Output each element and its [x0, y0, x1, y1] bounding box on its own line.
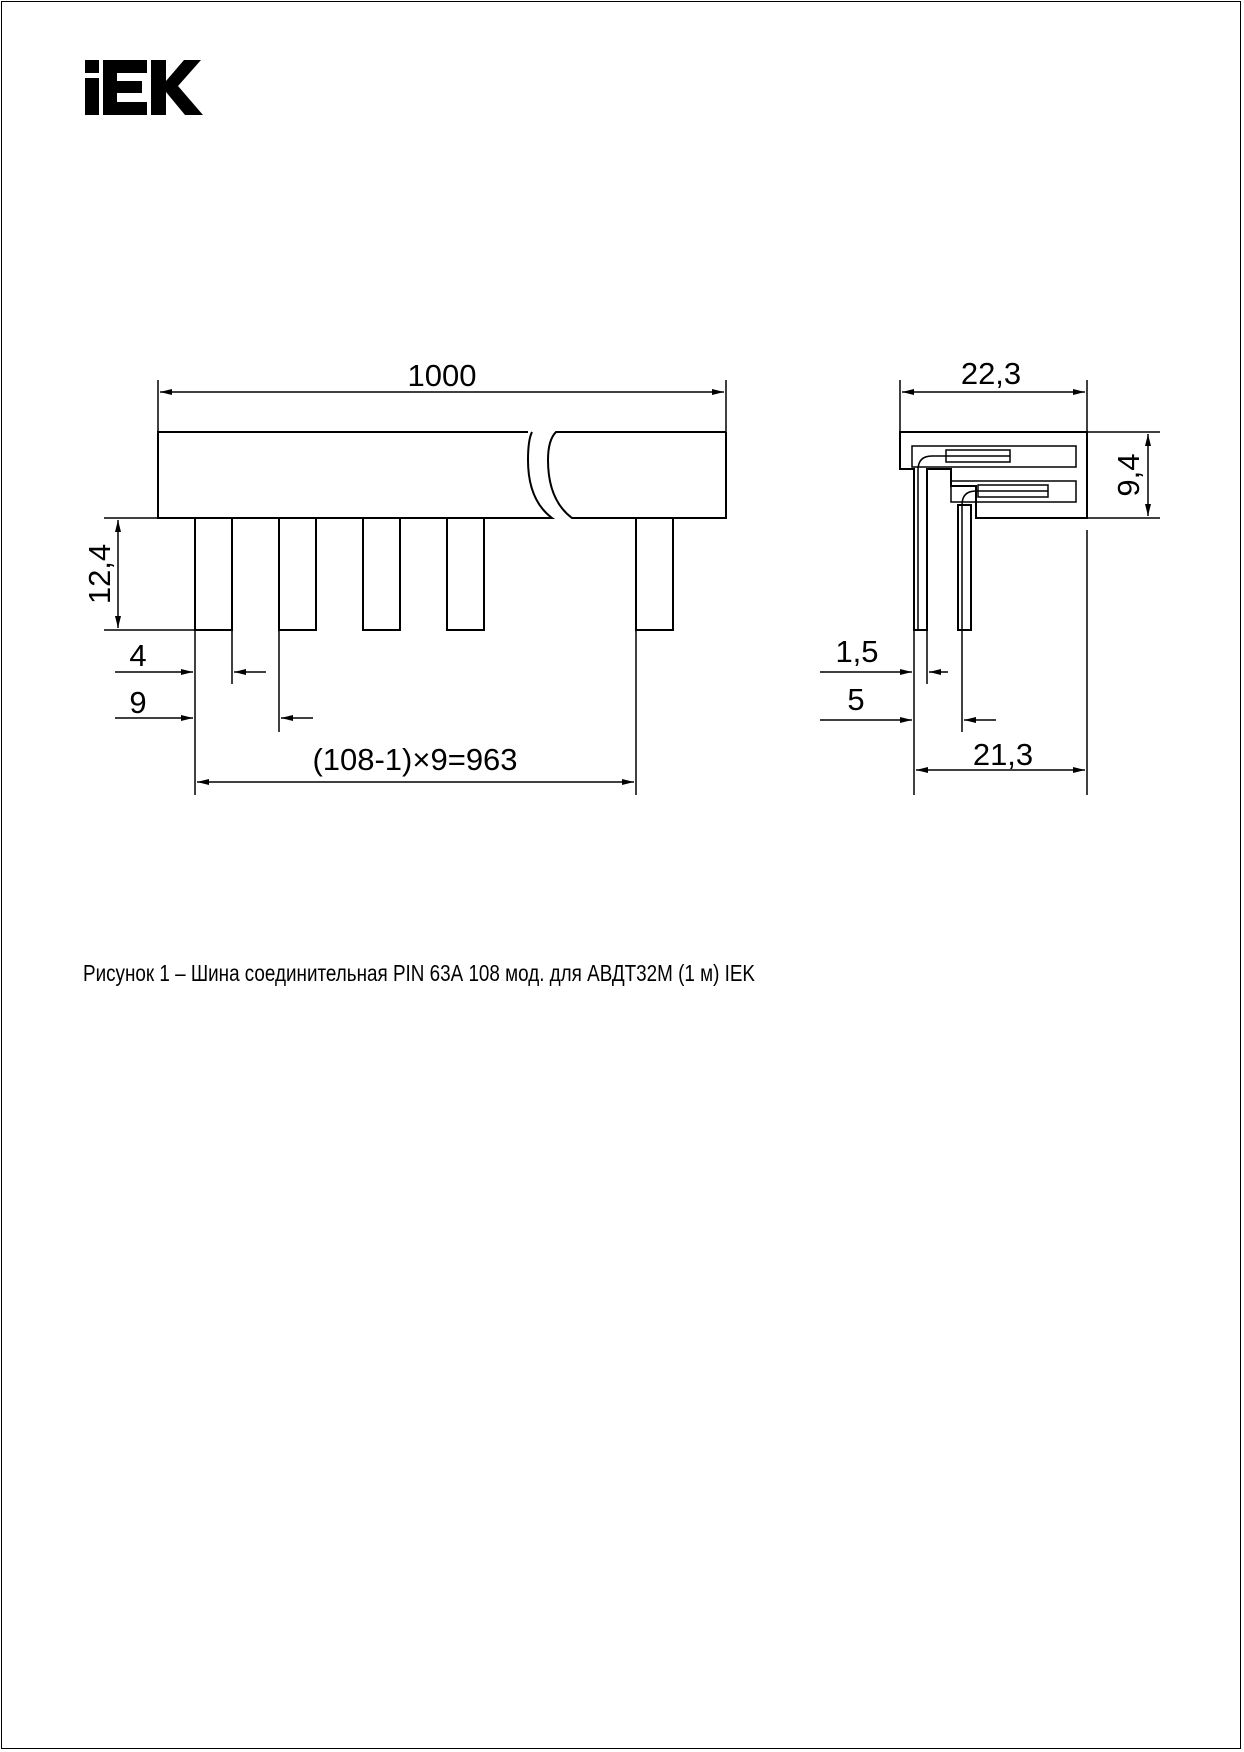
- front-view: [104, 380, 727, 795]
- busbar-body: [546, 431, 727, 519]
- pin: [362, 517, 401, 631]
- dim-base-width: 21,3: [973, 737, 1033, 772]
- busbar-body-left: [157, 431, 555, 519]
- dim-pin-span: (108-1)×9=963: [312, 742, 517, 777]
- dim-pin-width: 4: [129, 638, 146, 673]
- pin: [635, 517, 674, 631]
- dim-pin-offset: 5: [847, 682, 864, 717]
- pin: [278, 517, 317, 631]
- iek-logo: [85, 60, 203, 115]
- dim-thickness: 1,5: [835, 634, 878, 669]
- dim-height: 9,4: [1111, 453, 1146, 496]
- dim-total-width: 22,3: [961, 356, 1021, 391]
- dim-pin-height: 12,4: [82, 544, 117, 604]
- housing: [899, 431, 1088, 631]
- pin: [194, 517, 233, 631]
- pin: [446, 517, 485, 631]
- dim-pin-pitch: 9: [129, 685, 146, 720]
- dim-overall-length: 1000: [408, 358, 477, 393]
- figure-caption: Рисунок 1 – Шина соединительная PIN 63А …: [83, 960, 756, 986]
- side-view: [820, 380, 1160, 795]
- contact-leg: [957, 504, 972, 631]
